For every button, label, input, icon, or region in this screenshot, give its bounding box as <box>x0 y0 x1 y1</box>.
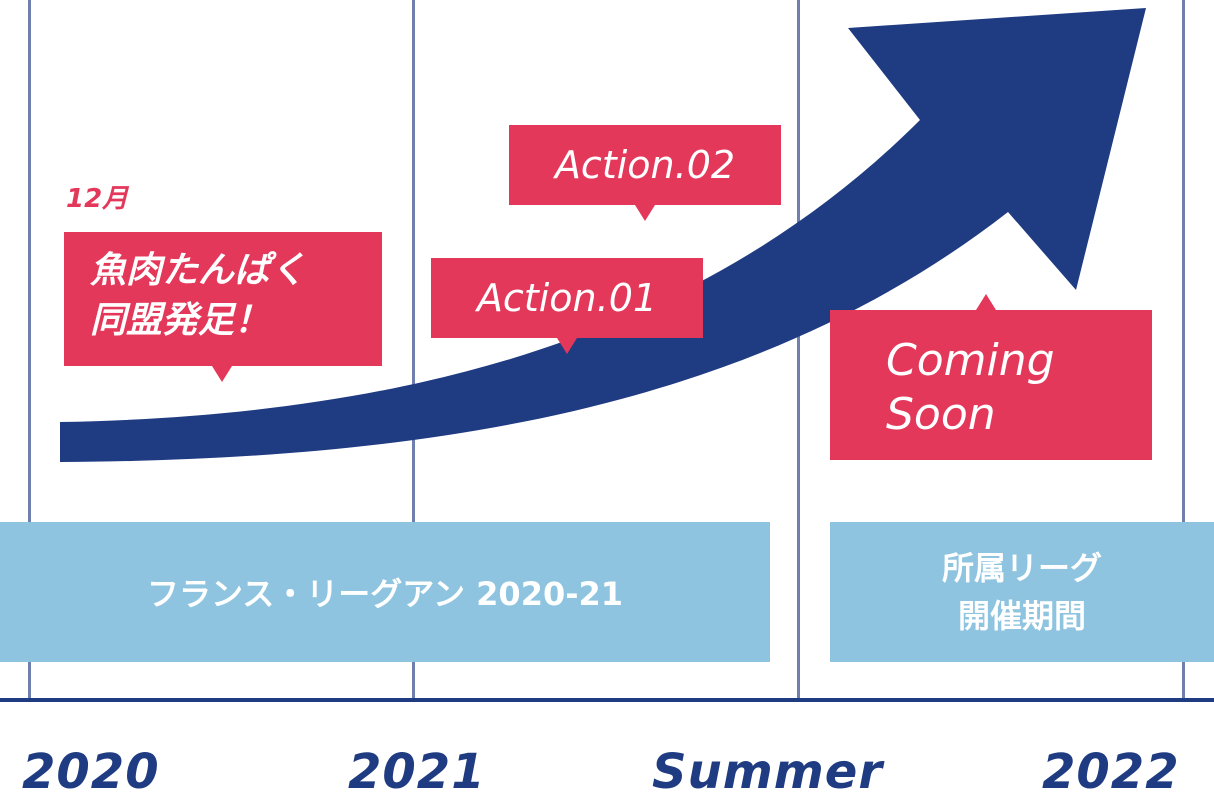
band-league-period: 所属リーグ 開催期間 <box>830 522 1214 662</box>
band-ligue-1: フランス・リーグアン 2020-21 <box>0 522 770 662</box>
callout-alliance-pointer <box>212 366 232 382</box>
callout-action-01: Action.01 <box>431 258 703 354</box>
callout-action-02-pointer <box>635 205 655 221</box>
grid-line-2020 <box>28 0 31 700</box>
month-label: 12月 <box>66 184 129 214</box>
callout-alliance: 魚肉たんぱく 同盟発足！ <box>64 232 382 382</box>
year-label-2020: 2020 <box>22 744 160 800</box>
year-label-2021: 2021 <box>348 744 486 800</box>
year-label-summer: Summer <box>652 744 883 800</box>
callout-action-01-text: Action.01 <box>476 276 658 320</box>
band-league-period-line2: 開催期間 <box>957 597 1086 635</box>
callout-coming-soon-pointer <box>976 294 996 310</box>
year-label-2022: 2022 <box>1042 744 1180 800</box>
grid-line-2022 <box>1182 0 1185 700</box>
grid-line-summer <box>797 0 800 700</box>
grid-line-2021 <box>412 0 415 700</box>
growth-arrow-shape <box>60 8 1146 462</box>
callout-coming-soon-line2: Soon <box>886 389 996 440</box>
band-league-period-line1: 所属リーグ <box>941 549 1102 587</box>
callout-action-02: Action.02 <box>509 125 781 221</box>
callout-coming-soon: Coming Soon <box>830 294 1152 460</box>
callout-action-02-text: Action.02 <box>554 143 736 187</box>
callout-coming-soon-line1: Coming <box>886 335 1055 386</box>
band-ligue-1-text: フランス・リーグアン 2020-21 <box>146 575 624 613</box>
timeline-axis <box>0 698 1214 702</box>
callout-alliance-line1: 魚肉たんぱく <box>90 250 307 291</box>
callout-action-01-pointer <box>557 338 577 354</box>
callout-alliance-line2: 同盟発足！ <box>90 300 271 341</box>
